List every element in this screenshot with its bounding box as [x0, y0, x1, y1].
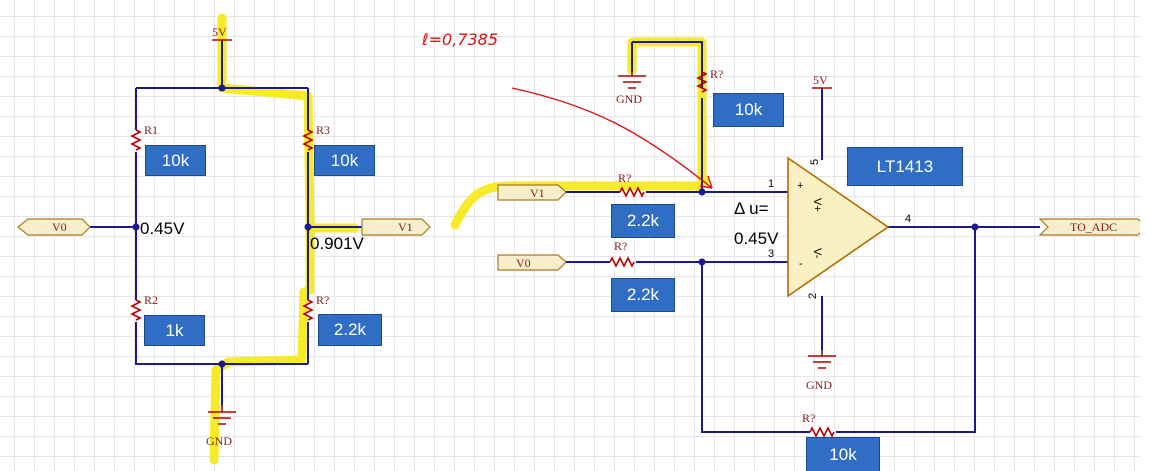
resistor-r1	[130, 129, 142, 151]
opamp-plus-sign: +	[797, 180, 803, 192]
delta-u-value: 0.45V	[734, 229, 779, 248]
resistor-r3	[302, 129, 314, 151]
rin-top-value-callout: 2.2k	[611, 204, 675, 238]
rin-top-ref: R?	[618, 171, 631, 185]
net-port-v0-left-label: V0	[52, 220, 67, 234]
ground-left-label: GND	[206, 434, 232, 448]
opamp-pin-2: 2	[807, 293, 819, 299]
rf-bot-ref: R?	[802, 411, 815, 425]
opamp-vplus: V+	[811, 198, 823, 212]
net-port-v1-in: V1	[497, 184, 567, 201]
ground-opamp-label: GND	[806, 378, 832, 392]
power-5v-left: 5V	[212, 25, 232, 41]
opamp-vminus: V-	[811, 248, 823, 259]
power-5v-opamp-label: 5V	[813, 73, 828, 87]
bridge-wires	[90, 40, 362, 405]
rin-bot-value-callout: 2.2k	[611, 278, 675, 312]
opamp-symbol: + - 1 3 4 5 2 V+ V-	[768, 156, 911, 299]
ground-top-label: GND	[616, 92, 642, 106]
net-port-to-adc-label: TO_ADC	[1070, 220, 1117, 234]
r1-ref: R1	[144, 123, 158, 137]
net-port-to-adc: TO_ADC	[1038, 218, 1147, 236]
net-port-v0-in-label: V0	[516, 256, 531, 270]
opamp-pin-3: 3	[768, 248, 774, 260]
resistor-r4	[302, 299, 314, 321]
annotation-arrow	[511, 87, 713, 189]
r1-value-callout: 10k	[145, 145, 206, 176]
r2-ref: R2	[144, 293, 158, 307]
opamp-minus-sign: -	[799, 258, 803, 270]
r2-value-callout: 1k	[144, 315, 205, 346]
rf-top-value-callout: 10k	[713, 93, 784, 127]
ground-top: GND	[616, 72, 646, 106]
rf-top-ref: R?	[710, 67, 723, 81]
resistor-rf-top	[696, 71, 708, 93]
ground-left: GND	[206, 405, 236, 448]
power-5v-opamp: 5V	[812, 73, 832, 89]
resistor-rin-top	[619, 186, 645, 198]
right-edge-strip	[1140, 0, 1151, 471]
net-port-v1-mid-label: V1	[398, 220, 413, 234]
resistor-r2	[130, 299, 142, 321]
rf-bot-value-callout: 10k	[806, 437, 880, 471]
r3-ref: R3	[316, 123, 330, 137]
opamp-part-callout: LT1413	[847, 147, 963, 186]
opamp-pin-1: 1	[768, 178, 774, 190]
node-voltage-right: 0.901V	[310, 234, 364, 253]
net-port-v0-left: V0	[17, 218, 91, 236]
r4-value-callout: 2.2k	[318, 314, 382, 346]
opamp-pin-5: 5	[809, 159, 821, 165]
opamp-pin-4: 4	[905, 213, 911, 225]
handwritten-note: ℓ=0,7385	[422, 30, 498, 49]
resistor-rf-bot	[809, 426, 835, 438]
resistor-rin-bot	[609, 256, 635, 268]
power-5v-left-label: 5V	[212, 25, 227, 39]
amp-wires	[566, 41, 1040, 433]
r4-ref: R?	[316, 293, 329, 307]
net-port-v0-in: V0	[497, 254, 567, 271]
delta-u-label: Δ u=	[734, 199, 769, 218]
highlighter-marks	[209, 13, 710, 465]
net-port-v1-in-label: V1	[530, 186, 545, 200]
r3-value-callout: 10k	[314, 145, 375, 176]
ground-opamp: GND	[806, 350, 836, 392]
net-port-v1-mid: V1	[361, 218, 431, 236]
rin-bot-ref: R?	[614, 239, 627, 253]
node-voltage-left: 0.45V	[140, 219, 185, 238]
